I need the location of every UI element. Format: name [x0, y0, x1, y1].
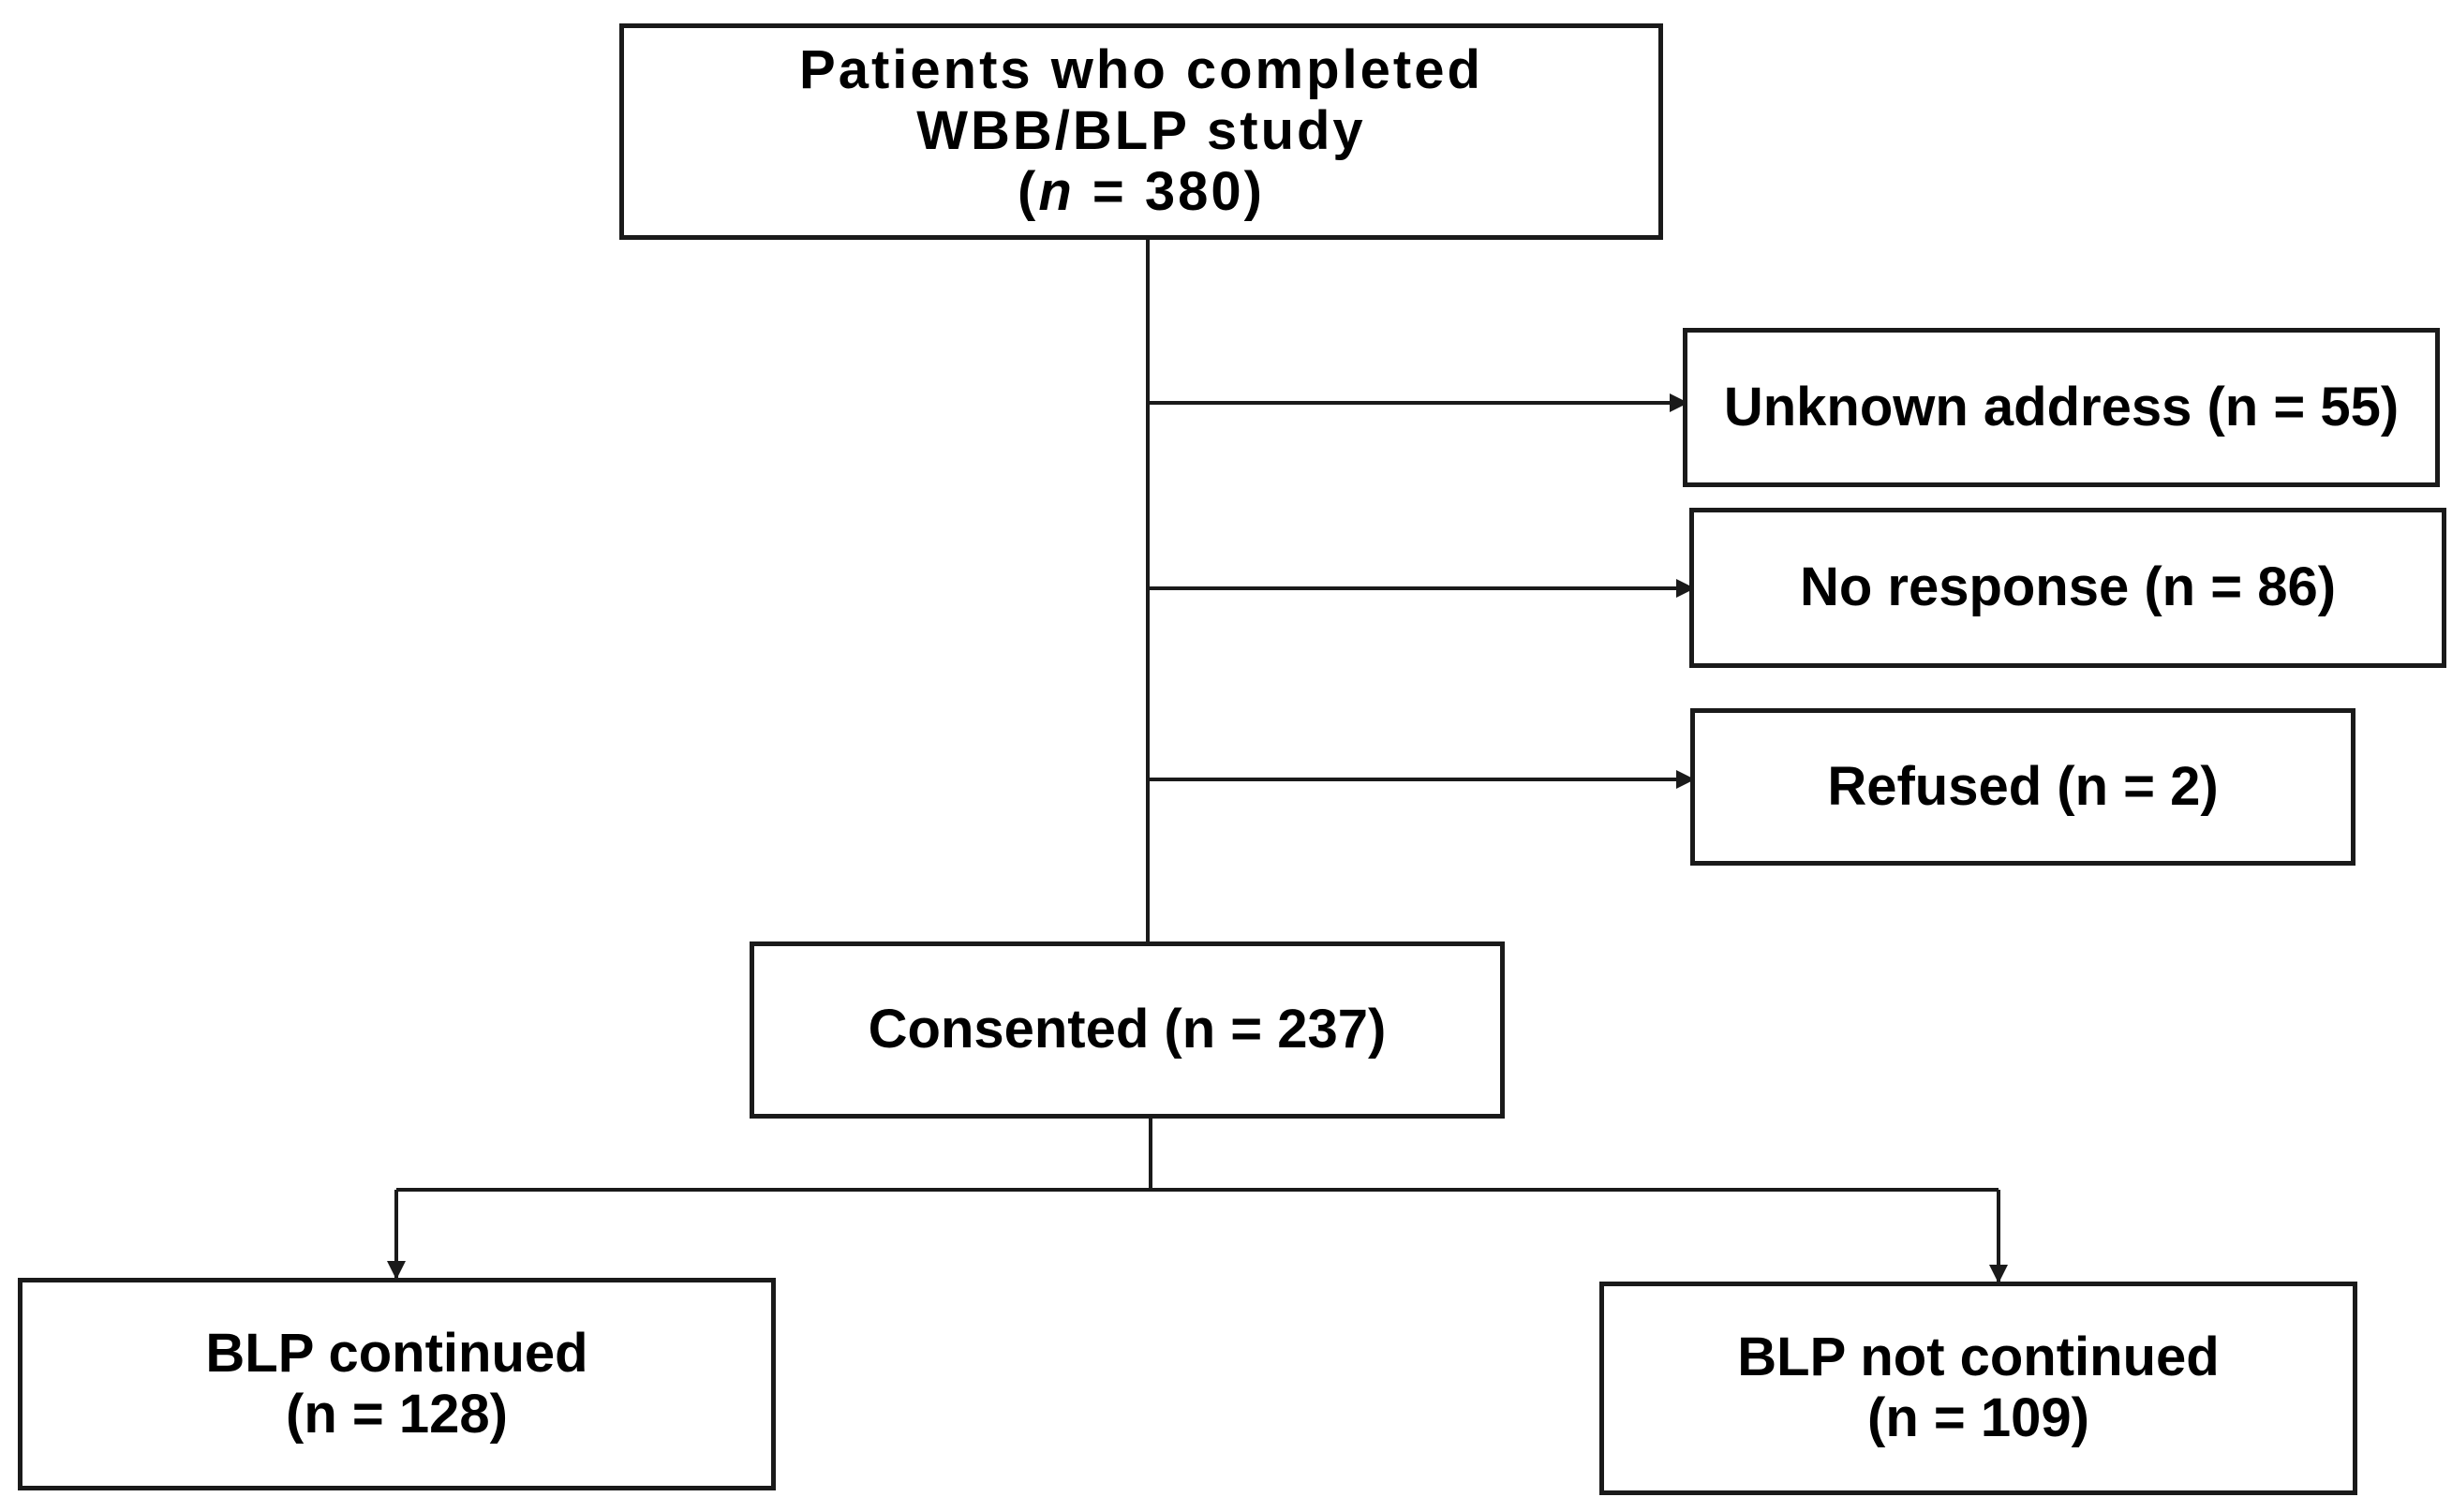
count-value: = 380): [1074, 160, 1265, 222]
count-open-paren: (: [1018, 160, 1039, 222]
no-response-box: No response (n = 86): [1689, 508, 2446, 668]
refused-box: Refused (n = 2): [1690, 708, 2355, 866]
consented-label: Consented (n = 237): [868, 999, 1387, 1060]
blp-not-continued-box: BLP not continued (n = 109): [1599, 1282, 2357, 1495]
unknown-address-label: Unknown address (n = 55): [1723, 376, 2400, 437]
blp-not-continued-line1: BLP not continued: [1737, 1327, 2220, 1388]
refused-label: Refused (n = 2): [1827, 755, 2219, 817]
no-response-label: No response (n = 86): [1799, 556, 2337, 618]
blp-continued-line2: (n = 128): [286, 1383, 508, 1445]
unknown-address-box: Unknown address (n = 55): [1683, 328, 2440, 487]
blp-not-continued-line2: (n = 109): [1867, 1387, 2089, 1448]
blp-continued-box: BLP continued (n = 128): [18, 1278, 776, 1490]
count-variable: n: [1038, 160, 1075, 222]
completed-study-line2: WBB/BLP study: [916, 100, 1366, 162]
completed-study-box: Patients who completed WBB/BLP study (n …: [619, 23, 1663, 240]
completed-study-line1: Patients who completed: [799, 39, 1483, 101]
blp-continued-line1: BLP continued: [205, 1322, 588, 1384]
consented-box: Consented (n = 237): [750, 941, 1505, 1119]
completed-study-count: (n = 380): [1018, 160, 1265, 223]
